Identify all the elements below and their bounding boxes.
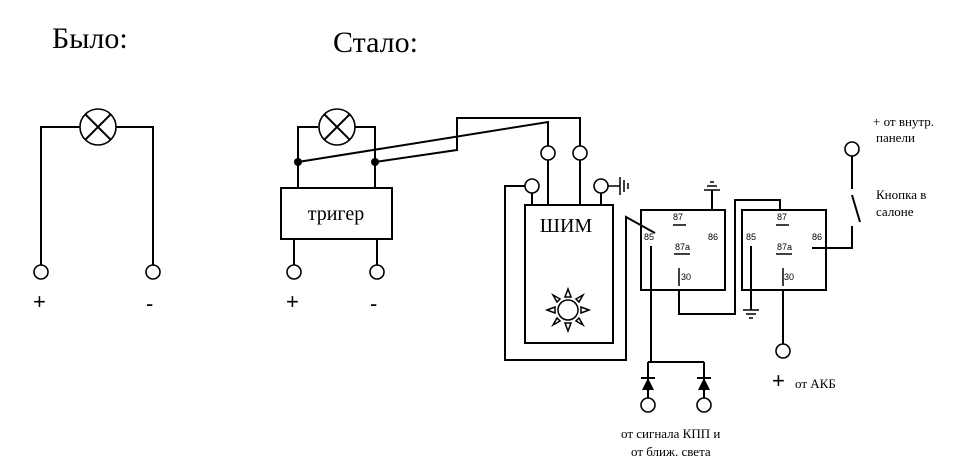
- relay-2: 87 85 87a 86 30: [741, 209, 853, 359]
- relay-1-pin-85: 85: [644, 232, 654, 242]
- signal-inputs: от сигнала КПП и от ближ. света: [621, 361, 720, 459]
- battery-plus-sign: +: [772, 368, 785, 393]
- trigger-box: [280, 187, 393, 240]
- relay-2-pin-87a: 87a: [777, 242, 792, 252]
- before-plus-sign: +: [33, 289, 46, 314]
- after-lamp-icon: [318, 108, 356, 146]
- after-lamp-section: [294, 108, 581, 188]
- pwm-output-wire: [504, 185, 656, 361]
- lamp-wire-right: [355, 126, 376, 162]
- pwm-box: [524, 204, 614, 344]
- relay-1-pin-87a: 87a: [675, 242, 690, 252]
- relay-1-pin-30: 30: [681, 272, 691, 282]
- lamp-wire-left: [297, 126, 318, 162]
- panel-note-line-2: панели: [876, 130, 915, 145]
- pwm-terminal-a: [540, 145, 556, 161]
- trigger-terminal-minus: [369, 264, 385, 280]
- relay-1-box: [640, 209, 726, 291]
- signal-terminal-headlight: [696, 397, 712, 413]
- pwm-block: ШИМ: [504, 145, 656, 361]
- trigger-block: тригер + -: [280, 187, 393, 316]
- relay-2-pin-30: 30: [784, 272, 794, 282]
- relay-link-wire: [678, 199, 781, 315]
- heading-before: Было:: [52, 22, 128, 55]
- heading-after: Стало:: [333, 26, 418, 59]
- before-minus-sign: -: [146, 291, 153, 316]
- pwm-terminal-ground: [593, 178, 609, 194]
- button-note-line-1: Кнопка в: [876, 187, 926, 202]
- after-plus-sign: +: [286, 289, 299, 314]
- relay-2-pin-87: 87: [777, 212, 787, 222]
- relay-1-ground-icon: [704, 181, 720, 191]
- after-minus-sign: -: [370, 291, 377, 316]
- signal-note-line-1: от сигнала КПП и: [621, 426, 720, 441]
- before-terminal-plus: [33, 264, 49, 280]
- relay-2-pin-86: 86: [812, 232, 822, 242]
- before-wire-left: [40, 126, 80, 265]
- relay-1-pin-86: 86: [708, 232, 718, 242]
- wire-to-pwm-terminal-a: [297, 120, 549, 163]
- before-circuit: + -: [33, 108, 161, 316]
- button-note-line-2: салоне: [876, 204, 914, 219]
- relay-1: 87 85 87a 86 30: [640, 181, 781, 362]
- wire-to-pwm-terminal-b: [374, 117, 581, 163]
- diode-2-icon: [697, 377, 711, 390]
- trigger-label: тригер: [308, 203, 365, 225]
- relay-2-pin-85: 85: [746, 232, 756, 242]
- signal-note-line-2: от ближ. света: [631, 444, 711, 459]
- before-lamp-icon: [79, 108, 117, 146]
- pwm-terminal-b: [572, 145, 588, 161]
- cabin-button: + от внутр. панели Кнопка в салоне: [844, 114, 934, 223]
- switch-contact-icon: [851, 194, 861, 223]
- before-terminal-minus: [145, 264, 161, 280]
- signal-terminal-gearbox: [640, 397, 656, 413]
- panel-terminal: [844, 141, 860, 157]
- battery-note: от АКБ: [795, 376, 836, 391]
- sun-icon: [544, 286, 592, 334]
- relay-2-ground-icon: [743, 309, 759, 319]
- before-wire-right: [116, 126, 154, 265]
- trigger-terminal-plus: [286, 264, 302, 280]
- relay-2-pin86-wire: [812, 226, 853, 249]
- relay-1-pin-87: 87: [673, 212, 683, 222]
- panel-note-line-1: + от внутр.: [873, 114, 934, 129]
- pwm-terminal-c: [524, 178, 540, 194]
- pwm-ground-icon: [608, 177, 629, 195]
- diode-1-icon: [641, 377, 655, 390]
- battery-terminal: [775, 343, 791, 359]
- pwm-label: ШИМ: [540, 215, 593, 237]
